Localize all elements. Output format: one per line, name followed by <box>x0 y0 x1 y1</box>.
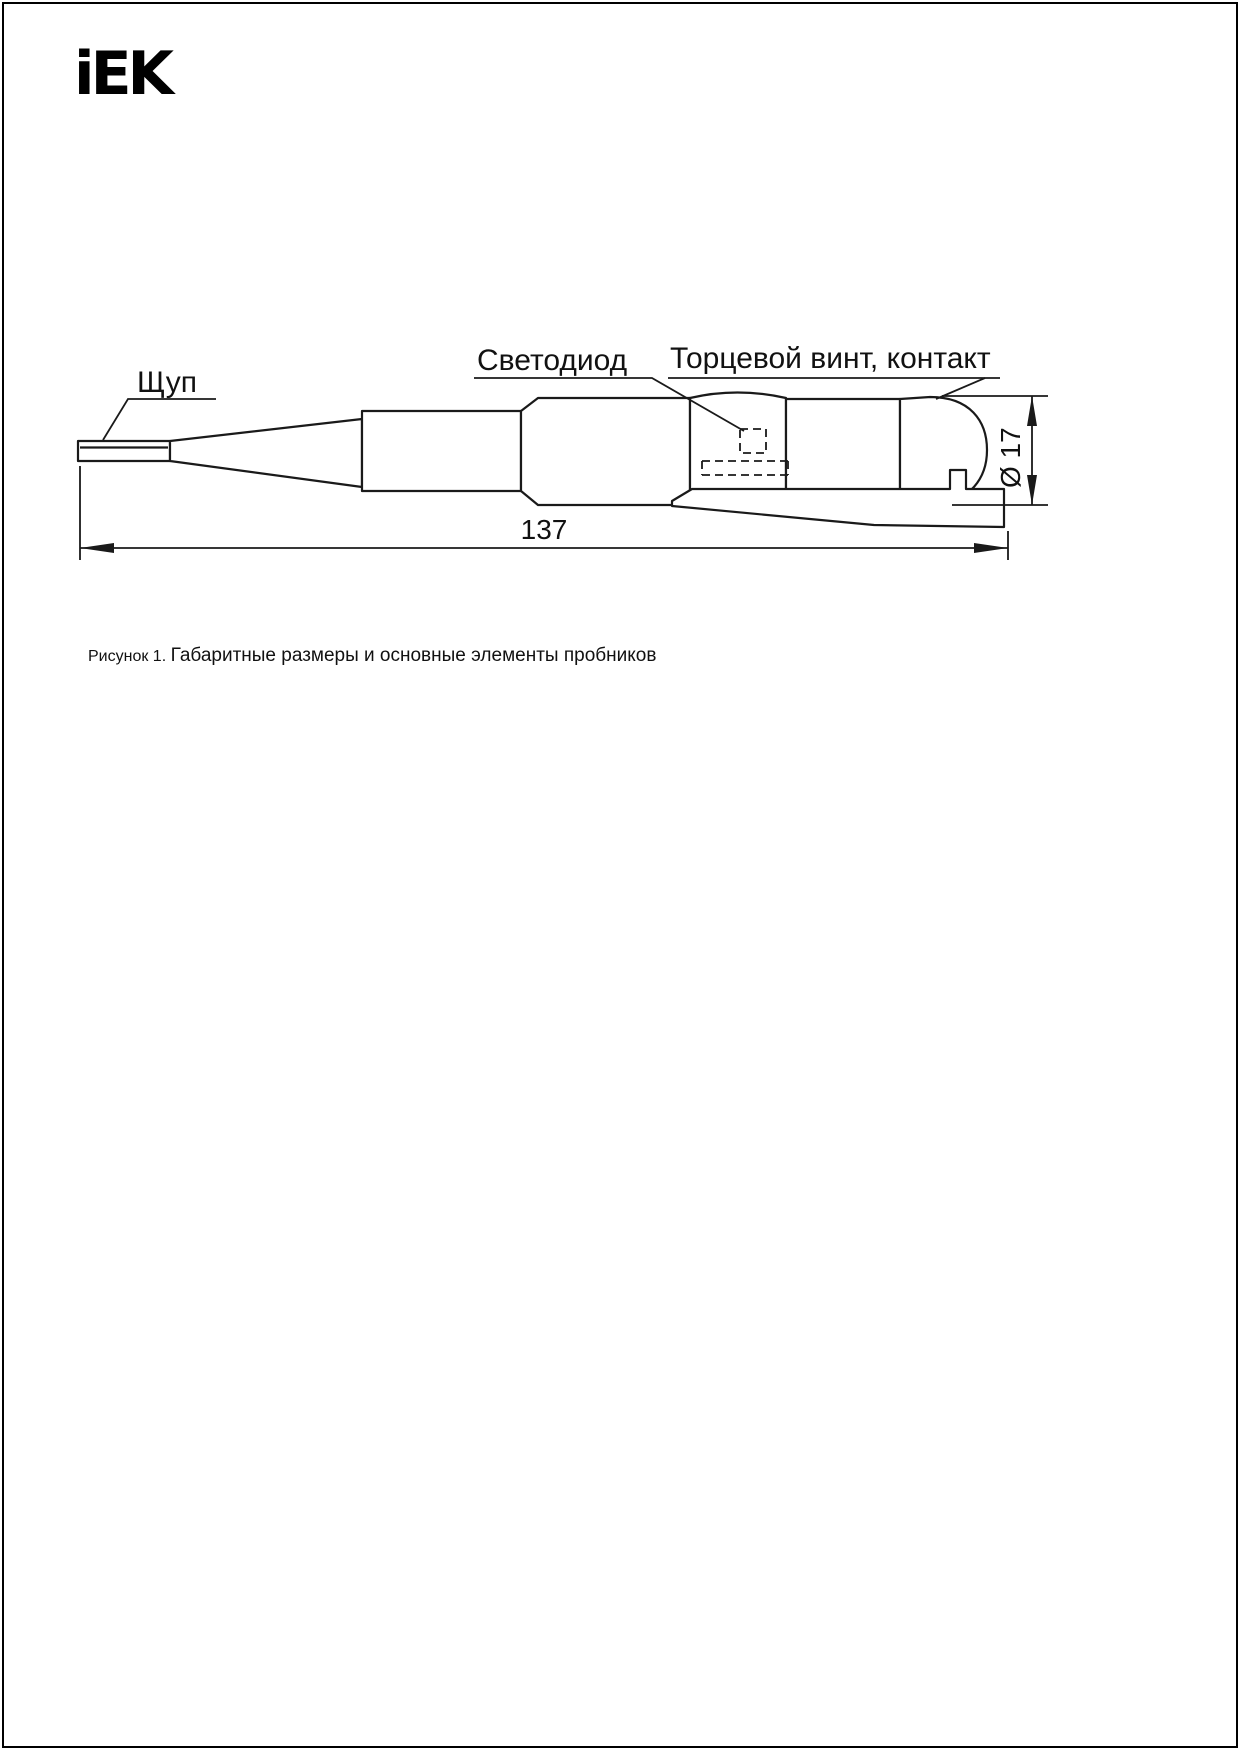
length-dimension <box>79 466 1009 560</box>
technical-drawing: Щуп Светодиод Торцевой винт, контакт 137… <box>76 342 1048 560</box>
led-hidden-lines <box>701 428 789 476</box>
probe-cone <box>168 417 364 489</box>
led-leader <box>474 377 745 432</box>
iek-logo: iEK <box>74 39 174 109</box>
pocket-clip <box>670 468 1006 529</box>
probe-outline <box>76 391 1006 529</box>
length-dim-text: 137 <box>521 514 568 545</box>
arrow-left <box>80 543 114 553</box>
diameter-dimension <box>942 395 1048 506</box>
figure-caption: Рисунок 1. Габаритные размеры и основные… <box>88 645 656 667</box>
figure-caption-number: Рисунок 1. <box>88 648 167 665</box>
arrow-right <box>974 543 1008 553</box>
probe-tip-label: Щуп <box>137 366 197 399</box>
arrow-down <box>1027 475 1037 505</box>
probe-neck <box>360 409 523 493</box>
probe-grip <box>519 396 692 507</box>
led-body-dashed <box>739 428 767 454</box>
figure-caption-text: Габаритные размеры и основные элементы п… <box>170 645 657 666</box>
diameter-dim-text: Ø 17 <box>995 427 1026 488</box>
probe-blade <box>76 439 172 463</box>
led-label: Светодиод <box>477 344 627 377</box>
end-screw-label: Торцевой винт, контакт <box>670 342 991 375</box>
arrow-up <box>1027 396 1037 426</box>
probe-tip-leader <box>102 398 216 441</box>
